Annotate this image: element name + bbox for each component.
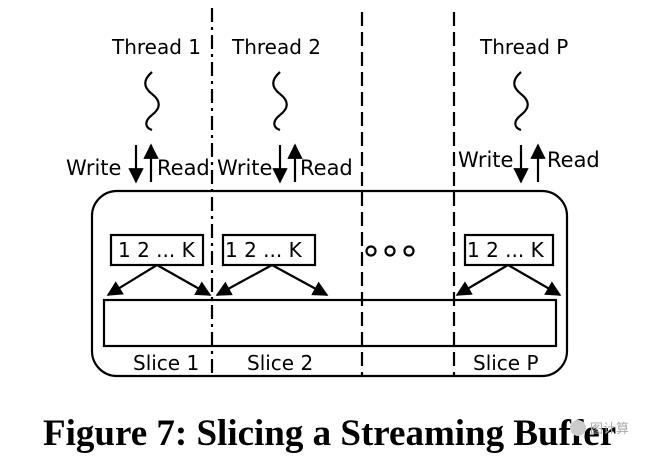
thread-2-queue-label: 1 2 ... K xyxy=(225,238,303,262)
thread-1-label: Thread 1 xyxy=(111,35,201,59)
thread-1-write-label: Write xyxy=(66,156,121,180)
thread-2-label: Thread 2 xyxy=(231,35,321,59)
thread-2-left-arrow-icon xyxy=(215,264,273,296)
thread-2-write-label: Write xyxy=(217,156,272,180)
thread-p-left-arrow-icon xyxy=(455,264,509,296)
ellipsis-icon xyxy=(365,245,415,257)
slice-1-label: Slice 1 xyxy=(133,351,199,375)
thread-p-squiggle-icon xyxy=(513,71,529,132)
thread-1-queue-label: 1 2 ... K xyxy=(118,238,196,262)
figure-caption: Figure 7: Slicing a Streaming Buffer xyxy=(43,413,616,454)
thread-2-right-arrow-icon xyxy=(271,264,329,296)
thread-1-read-label: Read xyxy=(157,156,210,180)
thread-1-left-arrow-icon xyxy=(106,264,158,296)
watermark-text: 图计算 xyxy=(590,422,629,437)
thread-p-write-label: Write xyxy=(458,148,513,172)
thread-p-read-label: Read xyxy=(547,148,600,172)
thread-1-squiggle-icon xyxy=(144,71,160,132)
thread-2-queue-box xyxy=(221,233,317,267)
thread-p-right-arrow-icon xyxy=(507,264,562,296)
thread-1-right-arrow-icon xyxy=(156,264,212,296)
slice-2-label: Slice 2 xyxy=(247,351,313,375)
thread-p-label: Thread P xyxy=(479,35,568,59)
streaming-buffer xyxy=(90,189,569,378)
thread-2-read-label: Read xyxy=(300,156,353,180)
watermark: 图计算 xyxy=(570,420,629,437)
buffer-storage-bar xyxy=(102,298,558,348)
slice-p-label: Slice P xyxy=(473,351,539,375)
thread-p-queue-label: 1 2 ... K xyxy=(467,238,545,262)
thread-2-squiggle-icon xyxy=(272,71,288,132)
